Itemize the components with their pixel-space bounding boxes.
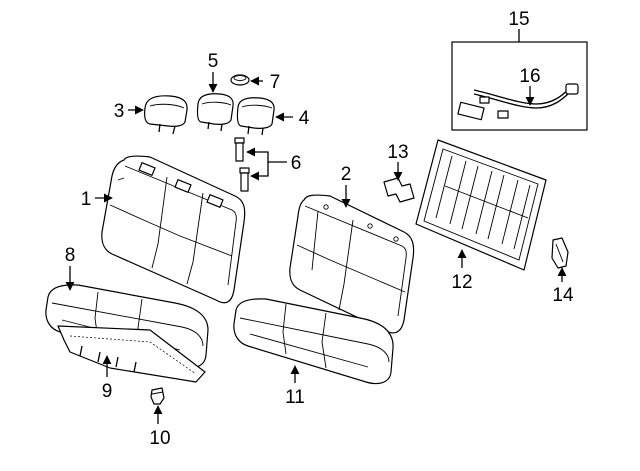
seat-cushion-frame-part [57, 325, 206, 383]
seat-back-left-part [101, 155, 246, 304]
seat-cushion-right-part [233, 298, 394, 385]
seat-back-right-part [289, 194, 415, 334]
leader-lines [65, 29, 567, 424]
callout-6: 6 [291, 153, 302, 174]
callout-7: 7 [270, 72, 281, 93]
callout-2: 2 [341, 164, 352, 185]
trim-clip-part [551, 237, 569, 269]
callout-14: 14 [552, 285, 574, 306]
callout-15: 15 [508, 9, 529, 30]
callout-16: 16 [519, 66, 540, 87]
callout-8: 8 [65, 245, 76, 266]
cable-assembly-box [451, 41, 588, 131]
callout-10: 10 [149, 428, 170, 449]
callout-4: 4 [299, 108, 310, 129]
callout-3: 3 [114, 101, 125, 122]
callout-12: 12 [451, 272, 472, 293]
headrest-left-part [144, 95, 188, 135]
cushion-clip-part [150, 387, 165, 405]
bracket-part [383, 177, 415, 203]
callout-9: 9 [102, 381, 113, 402]
headrest-center-part [196, 93, 234, 132]
callout-labels: 1 2 3 4 5 6 7 8 9 10 11 12 13 14 15 16 [65, 9, 574, 449]
headrest-guide-parts [234, 137, 250, 192]
callout-11: 11 [285, 387, 305, 408]
headrest-right-part [236, 97, 275, 136]
callout-5: 5 [208, 51, 219, 72]
callout-13: 13 [387, 142, 408, 163]
seat-back-frame-part [415, 139, 547, 271]
callout-1: 1 [81, 189, 92, 210]
headrest-cap-part [230, 74, 250, 86]
